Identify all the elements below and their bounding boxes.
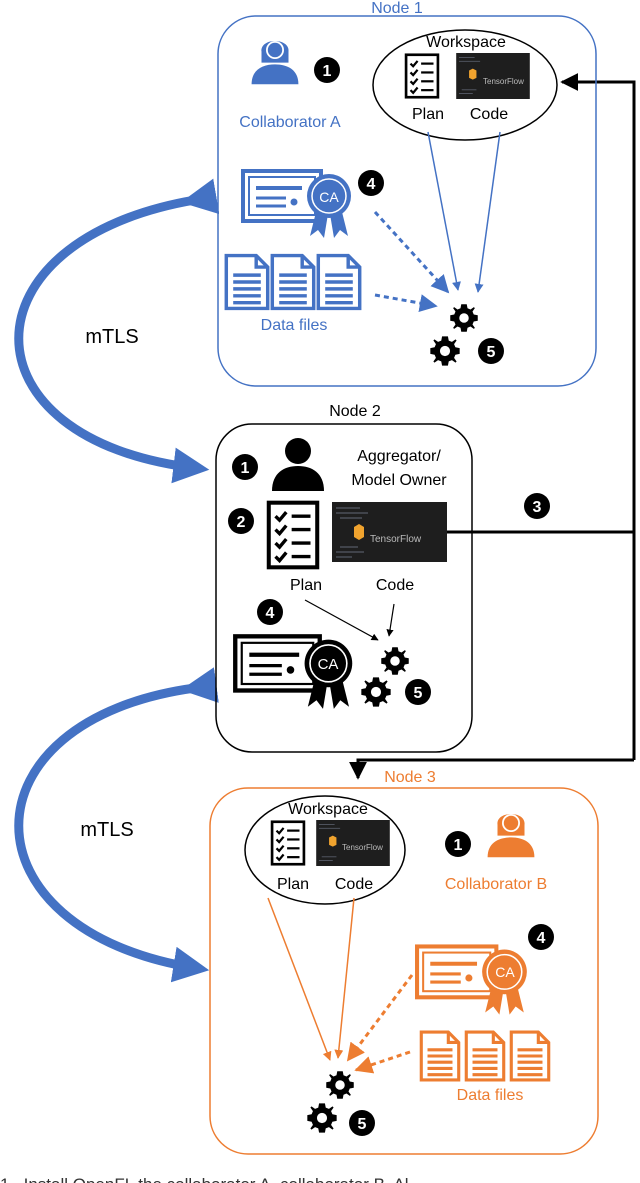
data-files-icon xyxy=(224,253,362,311)
plan-label: Plan xyxy=(277,876,309,893)
collaborator-b-label: Collaborator B xyxy=(445,876,547,893)
svg-text:5: 5 xyxy=(414,685,423,702)
data-files-icon xyxy=(419,1030,551,1082)
step-1-badge xyxy=(314,57,340,83)
plan-label: Plan xyxy=(412,106,444,123)
node-1: Node 1 1 Collaborator A Workspace Tensor… xyxy=(217,0,597,387)
step-5-badge xyxy=(405,679,431,705)
document-icon xyxy=(464,1030,506,1082)
node-2: Node 2 1 Aggregator/ Model Owner 2 Tenso… xyxy=(215,403,473,753)
mtls-link-top: mTLS xyxy=(14,178,220,484)
step-5-badge xyxy=(478,338,504,364)
svg-text:4: 4 xyxy=(266,605,275,622)
code-label: Code xyxy=(335,876,373,893)
node-2-box xyxy=(215,423,473,753)
collaborator-a-label: Collaborator A xyxy=(239,114,341,131)
svg-text:3: 3 xyxy=(533,499,542,516)
svg-text:1: 1 xyxy=(323,63,332,80)
svg-text:TensorFlow: TensorFlow xyxy=(342,843,383,852)
gear-icon xyxy=(450,304,478,332)
gear-icon xyxy=(381,647,409,675)
gear-icon xyxy=(326,1071,354,1099)
gear-icon xyxy=(430,336,460,366)
workspace-label: Workspace xyxy=(288,801,368,818)
checklist-icon xyxy=(270,820,306,866)
node-1-title: Node 1 xyxy=(371,0,423,17)
mtls-label-top: mTLS xyxy=(85,326,138,348)
step-4-badge xyxy=(528,924,554,950)
checklist-icon xyxy=(269,503,317,568)
node-3: Node 3 Workspace TensorFlow Plan Code 1 … xyxy=(209,769,599,1155)
svg-text:4: 4 xyxy=(537,930,546,947)
step-5-badge xyxy=(349,1110,375,1136)
node-3-box xyxy=(209,787,599,1155)
step-4-badge xyxy=(257,599,283,625)
svg-text:1: 1 xyxy=(454,837,463,854)
ca-label: CA xyxy=(319,189,339,205)
node-3-title: Node 3 xyxy=(384,769,436,786)
person-icon xyxy=(251,41,299,85)
data-files-label: Data files xyxy=(457,1087,524,1104)
node-1-box xyxy=(217,15,597,387)
document-icon xyxy=(419,1030,461,1082)
svg-text:1: 1 xyxy=(241,460,250,477)
checklist-icon xyxy=(404,53,440,99)
mtls-label-bottom: mTLS xyxy=(80,819,133,841)
step-1-badge xyxy=(445,831,471,857)
svg-text:5: 5 xyxy=(487,344,496,361)
step-2-badge xyxy=(228,508,254,534)
svg-text:5: 5 xyxy=(358,1116,367,1133)
gear-icon xyxy=(361,677,391,707)
document-icon xyxy=(316,253,362,311)
person-icon xyxy=(272,438,324,491)
gear-icon xyxy=(307,1103,337,1133)
document-icon xyxy=(509,1030,551,1082)
figure-caption: 1 . Install OpenFL the collaborator A, c… xyxy=(0,1175,409,1183)
code-label: Code xyxy=(376,577,414,594)
person-icon xyxy=(487,814,535,858)
svg-text:4: 4 xyxy=(367,176,376,193)
svg-text:TensorFlow: TensorFlow xyxy=(483,77,524,86)
role-label-line2: Model Owner xyxy=(351,472,447,489)
node-2-title: Node 2 xyxy=(329,403,381,420)
document-icon xyxy=(224,253,270,311)
data-files-label: Data files xyxy=(261,317,328,334)
workspace-label: Workspace xyxy=(426,34,506,51)
double-arrow-icon xyxy=(14,667,219,983)
code-screen-icon xyxy=(332,502,447,562)
step-4-badge xyxy=(358,170,384,196)
svg-text:2: 2 xyxy=(237,514,246,531)
document-icon xyxy=(270,253,316,311)
double-arrow-icon xyxy=(14,178,220,484)
ca-label: CA xyxy=(495,964,515,980)
step-1-badge xyxy=(232,454,258,480)
mtls-link-bottom: mTLS xyxy=(14,667,219,983)
ca-label: CA xyxy=(318,656,339,673)
code-screen-icon xyxy=(455,53,531,99)
role-label-line1: Aggregator/ xyxy=(357,448,441,465)
step-3-badge xyxy=(524,493,550,519)
plan-label: Plan xyxy=(290,577,322,594)
code-label: Code xyxy=(470,106,508,123)
svg-text:TensorFlow: TensorFlow xyxy=(370,534,422,545)
certificate-icon xyxy=(417,946,527,1014)
distribution-path: 3 xyxy=(349,73,636,780)
